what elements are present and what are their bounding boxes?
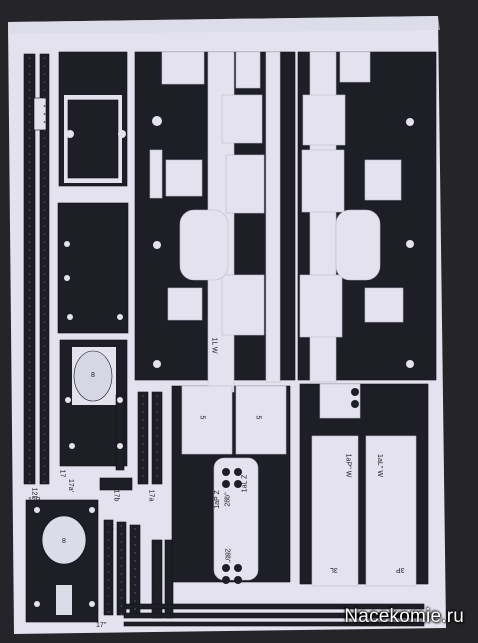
label-17dd: 17'' (96, 622, 107, 629)
label-69d: 69d (102, 592, 110, 605)
label-3P: 3P (396, 566, 405, 573)
label-5a: 5 (198, 415, 206, 420)
label-8b: 8 (62, 538, 66, 545)
label-1aL-W: 1aL'' W (375, 454, 383, 477)
label-17: 17 (58, 469, 66, 478)
label-19a: 19 (62, 187, 70, 196)
strip-12L-inner (39, 53, 50, 485)
label-17a-prime: 17a' (67, 478, 75, 493)
label-12P: 12P (28, 497, 41, 504)
watermark-text: Nacekomie.ru (344, 606, 464, 627)
label-17b: 17b (112, 489, 120, 502)
label-19b: 19' (119, 186, 127, 197)
label-5b: 5 (254, 415, 262, 420)
label-17a: 17a (147, 489, 155, 502)
label-8a: 8 (91, 372, 95, 379)
label-28b-c: 28b'' (363, 408, 371, 423)
label-17c: 17c (150, 579, 158, 592)
label-1aP-W: 1aP'' W (344, 453, 352, 478)
label-3L: 3L (330, 566, 338, 573)
label-28b-a: 28b'' (224, 492, 232, 507)
label-1L-W: 1L W (210, 337, 218, 354)
label-1aP-Z: 1aP Z (213, 490, 221, 509)
label-1aL-Z: 1aL Z (241, 474, 249, 493)
label-18a: 18a (106, 522, 114, 535)
part-19 (57, 202, 129, 334)
label-1P-Z: 1P Z (341, 338, 349, 353)
label-28b-b: 28b'' (223, 548, 231, 563)
strip-12L-outer (23, 53, 36, 485)
